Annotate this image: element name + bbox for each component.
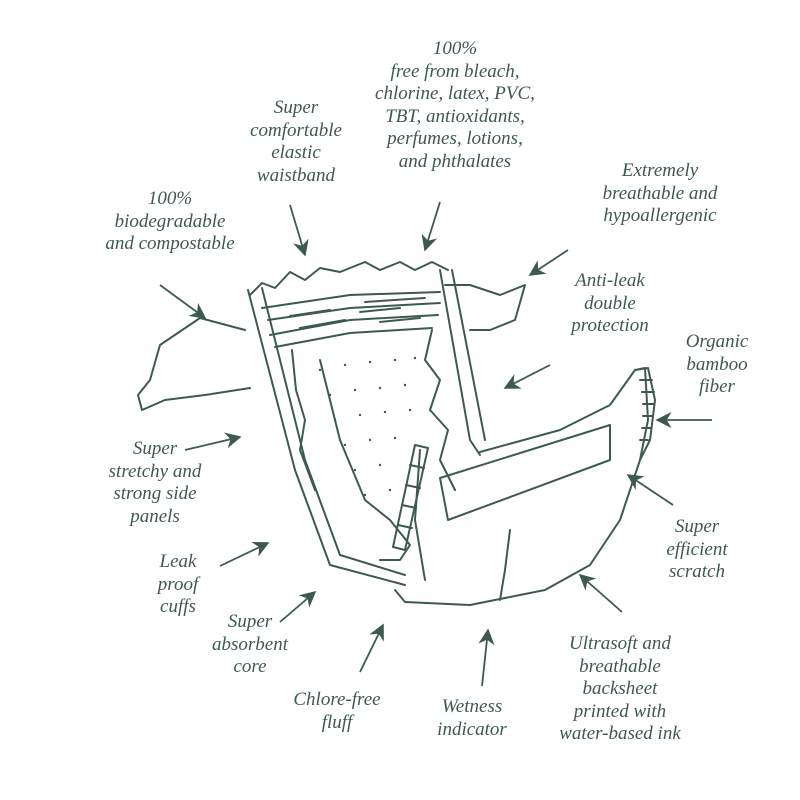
arrow-anti-leak (503, 364, 551, 389)
callout-arrows (159, 201, 712, 687)
label-free-from: 100%free from bleach,chlorine, latex, PV… (375, 38, 535, 172)
diaper-icon (137, 261, 656, 606)
arrow-side-panels (184, 432, 242, 451)
arrow-core (279, 590, 317, 623)
core-dots (318, 356, 417, 497)
arrow-cuffs (219, 541, 270, 567)
arrow-waistband (289, 204, 309, 257)
arrow-free-from (421, 201, 441, 252)
arrow-scratch (626, 474, 674, 506)
arrow-biodegradable (159, 284, 207, 319)
arrow-wetness (478, 628, 495, 687)
arrow-backsheet (578, 573, 623, 613)
arrow-breathable (528, 249, 569, 276)
arrow-fluff (359, 623, 384, 673)
